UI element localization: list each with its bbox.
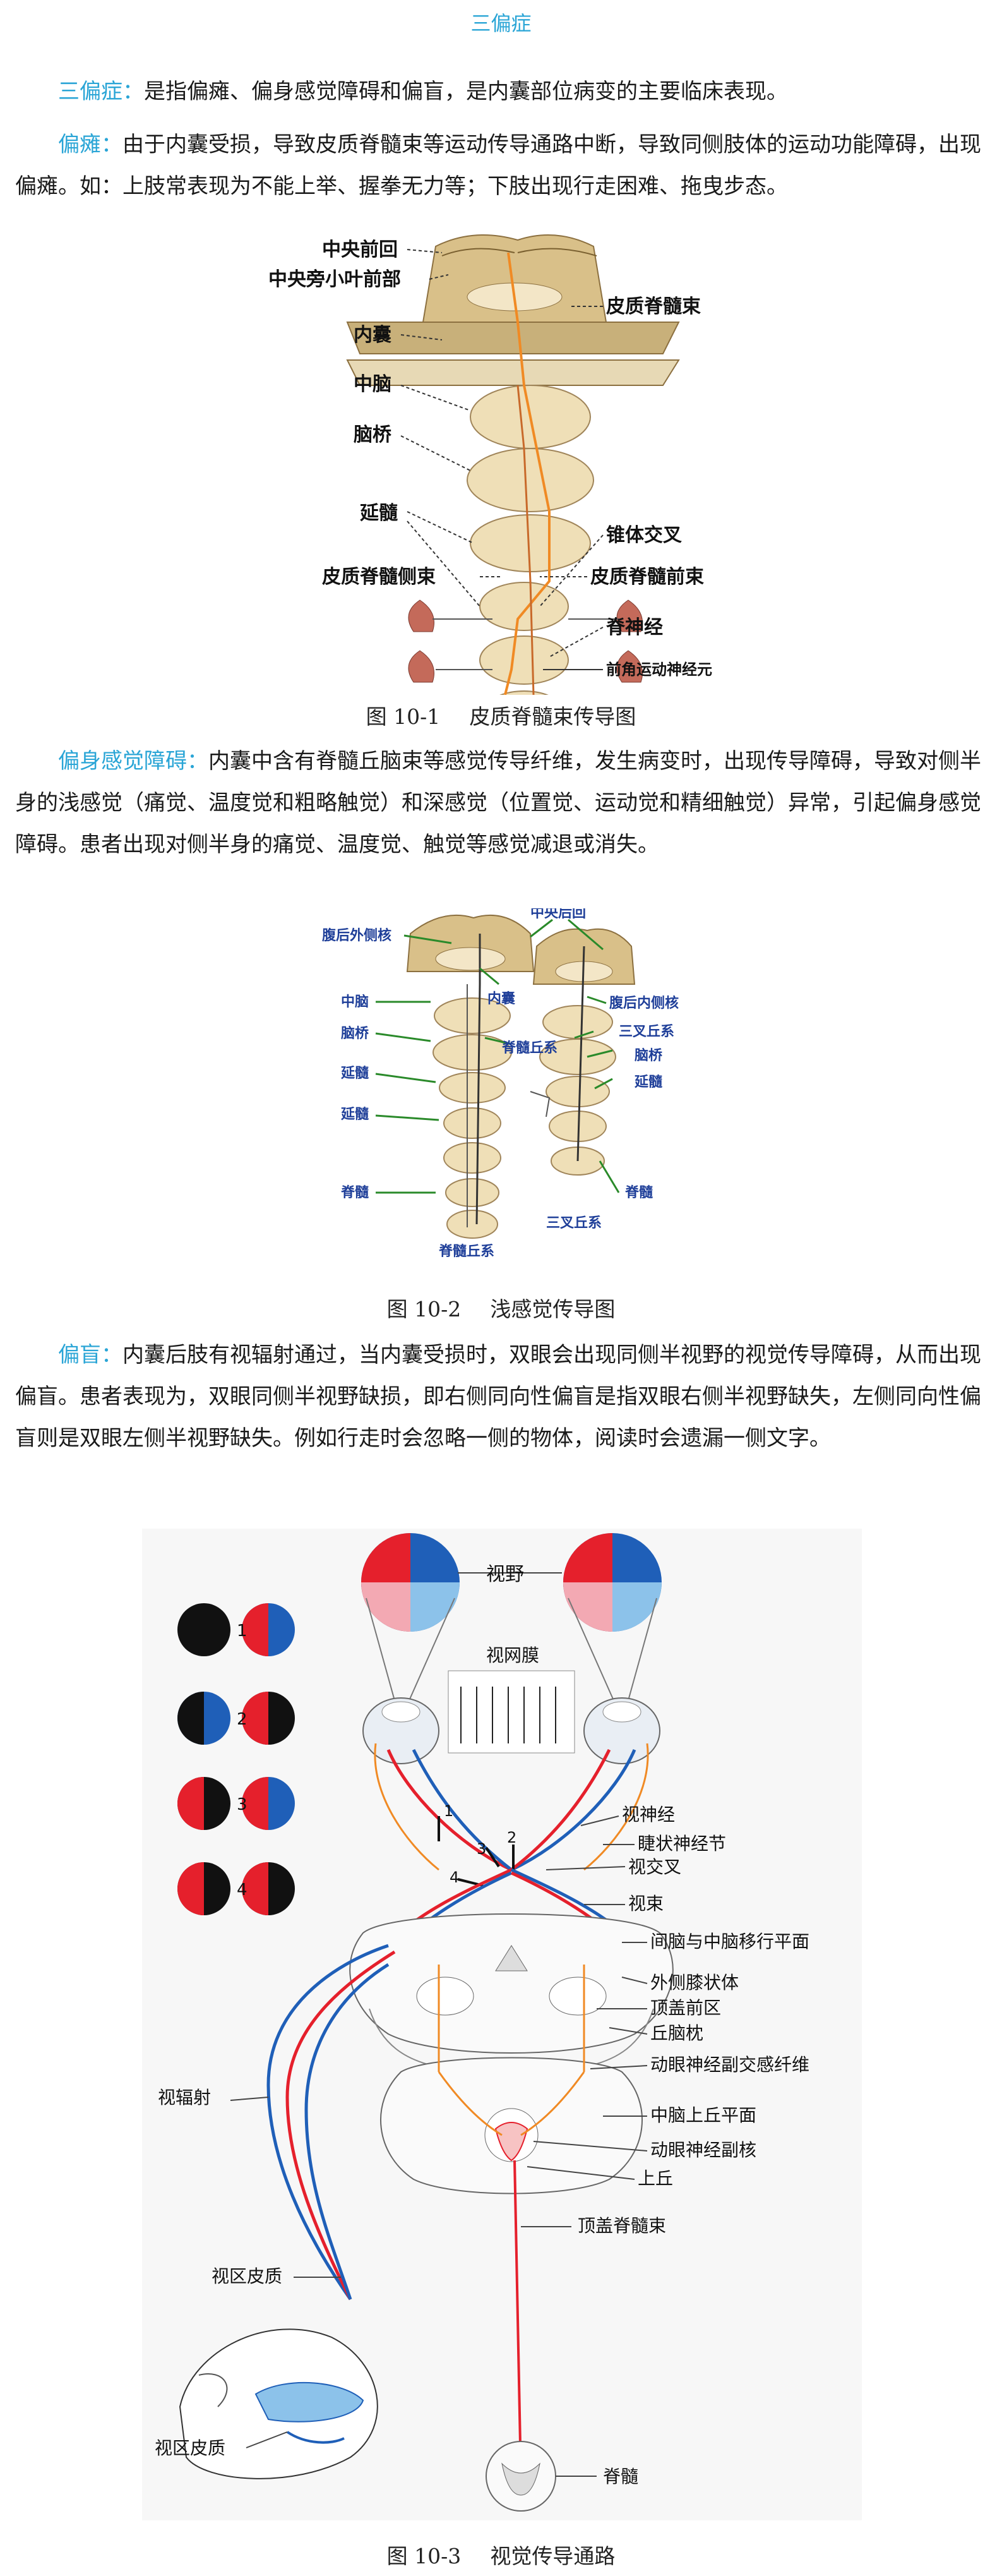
- label-lgb: 外侧膝状体: [650, 1972, 739, 1993]
- label-paracentral: 中央旁小叶前部: [268, 268, 401, 291]
- label-medulla-left-2: 延髓: [340, 1106, 369, 1122]
- label-optic-tract: 视束: [628, 1893, 664, 1914]
- label-tectospinal: 顶盖脊髓束: [578, 2215, 666, 2236]
- label-transition-plane: 间脑与中脑移行平面: [650, 1931, 809, 1952]
- corticospinal-figure: 中央前回 中央旁小叶前部 皮质脊髓束 内囊 中脑 脑桥 延髓 锥体交叉 皮质脊髓…: [268, 234, 712, 695]
- intro-paragraph: 三偏症：是指偏瘫、偏身感觉障碍和偏盲，是内囊部位病变的主要临床表现。: [15, 71, 987, 112]
- label-vpl: 腹后外侧核: [322, 927, 391, 944]
- sensory-paragraph: 偏身感觉障碍：内囊中含有脊髓丘脑束等感觉传导纤维，发生病变时，出现传导障碍，导致…: [15, 740, 987, 865]
- visual-field-right: [563, 1533, 662, 1632]
- label-pulvinar: 丘脑枕: [650, 2023, 703, 2043]
- superficial-sensation-figure: 腹后外侧核 中央后回 中脑 内囊 腹后内侧核 脑桥 三叉丘系 脊髓丘系 脑桥 延…: [322, 908, 679, 1260]
- label-visual-cortex: 视区皮质: [212, 2266, 282, 2287]
- label-lateral-tract: 皮质脊髓侧束: [322, 566, 436, 588]
- figure3-caption: 图 10-3 视觉传导通路: [0, 2539, 1002, 2570]
- marker-2: 2: [507, 1829, 516, 1846]
- label-pons-left: 脑桥: [341, 1025, 369, 1042]
- label-pons: 脑桥: [354, 424, 391, 446]
- label-decussation: 锥体交叉: [606, 524, 682, 546]
- figure3-caption-num: 图 10-3: [386, 2544, 462, 2568]
- figure3-caption-text: 视觉传导通路: [490, 2544, 616, 2568]
- label-internal-capsule-2: 内囊: [487, 990, 515, 1007]
- hemiplegia-paragraph: 偏瘫：由于内囊受损，导致皮质脊髓束等运动传导通路中断，导致同侧肢体的运动功能障碍…: [15, 124, 987, 207]
- label-trigeminal-bottom: 三叉丘系: [546, 1215, 602, 1231]
- label-internal-capsule: 内囊: [354, 324, 391, 346]
- label-parasympathetic: 动眼神经副交感纤维: [650, 2054, 809, 2075]
- label-midbrain: 中脑: [354, 373, 391, 395]
- label-motor-neuron: 前角运动神经元: [606, 661, 712, 678]
- legend-num-3: 3: [237, 1795, 248, 1814]
- label-visual-cortex-2: 视区皮质: [155, 2438, 225, 2459]
- label-spinal-cord: 脊髓: [603, 2466, 638, 2487]
- legend-num-4: 4: [237, 1881, 248, 1899]
- intro-text: 是指偏瘫、偏身感觉障碍和偏盲，是内囊部位病变的主要临床表现。: [144, 79, 788, 104]
- legend-num-2: 2: [237, 1710, 248, 1729]
- marker-4: 4: [450, 1869, 459, 1886]
- muscle-icon-right: [616, 599, 643, 683]
- label-vpm: 腹后内侧核: [609, 995, 679, 1011]
- label-postcentral: 中央后回: [530, 908, 586, 921]
- figure1-caption-num: 图 10-1: [366, 704, 441, 729]
- label-anterior-tract: 皮质脊髓前束: [590, 566, 704, 588]
- label-retina: 视网膜: [486, 1645, 539, 1666]
- label-medulla-right: 延髓: [634, 1074, 663, 1090]
- label-sc-plane: 中脑上丘平面: [650, 2105, 756, 2126]
- label-spinothalamic-mid: 脊髓丘系: [501, 1040, 558, 1056]
- legend-num-1: 1: [237, 1622, 248, 1640]
- label-optic-radiation: 视辐射: [158, 2087, 211, 2108]
- label-pons-right: 脑桥: [635, 1047, 662, 1064]
- label-superior-colliculus: 上丘: [638, 2168, 673, 2189]
- label-spinothalamic-bottom: 脊髓丘系: [438, 1243, 494, 1260]
- sensory-text: 内囊中含有脊髓丘脑束等感觉传导纤维，发生病变时，出现传导障碍，导致对侧半身的浅感…: [15, 749, 981, 857]
- label-precentral: 中央前回: [322, 239, 398, 261]
- figure2-caption-text: 浅感觉传导图: [490, 1297, 616, 1321]
- term-hemianopia: 偏盲：: [58, 1342, 122, 1368]
- label-pretectal: 顶盖前区: [650, 1997, 721, 2018]
- label-ciliary-ganglion: 睫状神经节: [638, 1833, 726, 1854]
- label-spinal-left: 脊髓: [340, 1184, 369, 1201]
- visual-field-legend: 1 2 3 4: [177, 1603, 295, 1915]
- page-title: 三偏症: [470, 11, 532, 35]
- label-midbrain-2: 中脑: [341, 994, 369, 1010]
- figure1-caption: 图 10-1 皮质脊髓束传导图: [0, 700, 1002, 730]
- hemiplegia-text: 由于内囊受损，导致皮质脊髓束等运动传导通路中断，导致同侧肢体的运动功能障碍，出现…: [15, 132, 981, 199]
- label-medulla-left-1: 延髓: [340, 1065, 369, 1081]
- term-hemiplegia: 偏瘫：: [58, 132, 122, 157]
- label-spinal-right: 脊髓: [624, 1184, 653, 1201]
- label-optic-nerve: 视神经: [622, 1804, 675, 1825]
- term-triad: 三偏症：: [58, 79, 144, 104]
- figure1-caption-text: 皮质脊髓束传导图: [469, 704, 636, 729]
- marker-3: 3: [477, 1840, 486, 1858]
- label-medulla: 延髓: [359, 502, 398, 524]
- label-visual-field: 视野: [486, 1563, 524, 1586]
- label-spinal-nerve: 脊神经: [605, 617, 663, 639]
- label-accessory-nucleus: 动眼神经副核: [650, 2140, 756, 2160]
- hemianopia-paragraph: 偏盲：内囊后肢有视辐射通过，当内囊受损时，双眼会出现同侧半视野的视觉传导障碍，从…: [15, 1334, 987, 1459]
- label-corticospinal: 皮质脊髓束: [606, 296, 701, 318]
- marker-1: 1: [444, 1802, 453, 1820]
- label-trigeminal-lemniscus: 三叉丘系: [619, 1024, 674, 1040]
- hemianopia-text: 内囊后肢有视辐射通过，当内囊受损时，双眼会出现同侧半视野的视觉传导障碍，从而出现…: [15, 1342, 981, 1451]
- figure2-caption: 图 10-2 浅感觉传导图: [0, 1292, 1002, 1323]
- label-chiasm: 视交叉: [628, 1857, 681, 1877]
- visual-field-left: [361, 1533, 460, 1632]
- figure2-caption-num: 图 10-2: [386, 1297, 462, 1321]
- term-sensory: 偏身感觉障碍：: [58, 749, 208, 774]
- visual-pathway-figure: 1 2 3 4 视野: [142, 1529, 862, 2520]
- muscle-icon-left: [408, 599, 434, 683]
